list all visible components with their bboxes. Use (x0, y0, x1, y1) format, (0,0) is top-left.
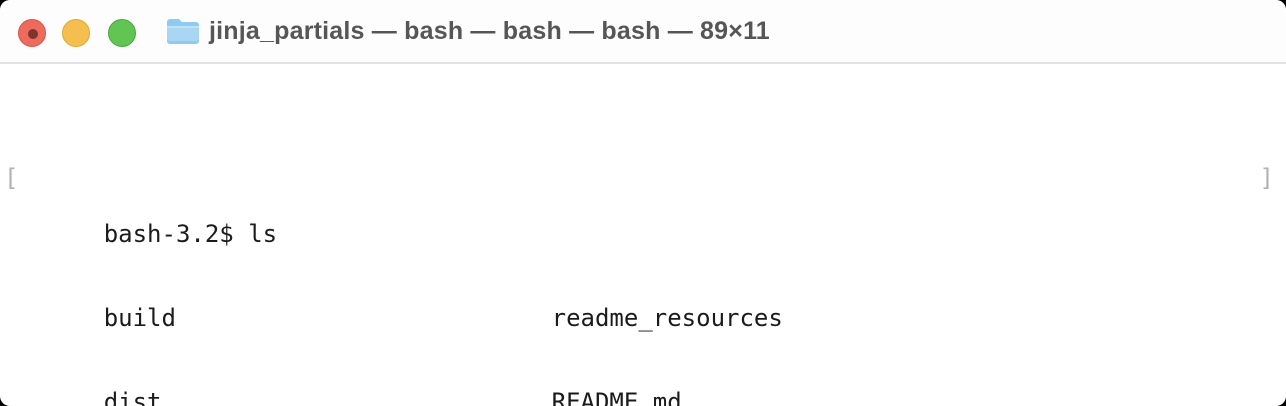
terminal-content[interactable]: [ bash-3.2$ ls ] build readme_resources d… (0, 64, 1286, 406)
file-name: dist (103, 388, 162, 406)
titlebar[interactable]: jinja_partials — bash — bash — bash — 89… (0, 0, 1286, 64)
folder-icon (167, 19, 199, 44)
file-name: README.md (551, 388, 682, 406)
window-title: jinja_partials — bash — bash — bash — 89… (209, 16, 770, 45)
zoom-button[interactable] (108, 19, 136, 47)
command-line-text: bash-3.2$ ls (103, 220, 278, 248)
title-group: jinja_partials — bash — bash — bash — 89… (165, 0, 770, 62)
unsaved-dot-icon (28, 29, 38, 39)
command-mark-close-icon: ] (1259, 164, 1274, 192)
file-name: readme_resources (551, 304, 783, 332)
close-button[interactable] (18, 19, 46, 47)
ls-row: dist README.md (17, 360, 1286, 406)
command-line: [ bash-3.2$ ls ] (4, 164, 1286, 248)
ls-row: build readme_resources (17, 276, 1286, 332)
minimize-button[interactable] (62, 19, 90, 47)
command-mark-open-icon: [ (4, 164, 19, 192)
file-name: build (103, 304, 176, 332)
